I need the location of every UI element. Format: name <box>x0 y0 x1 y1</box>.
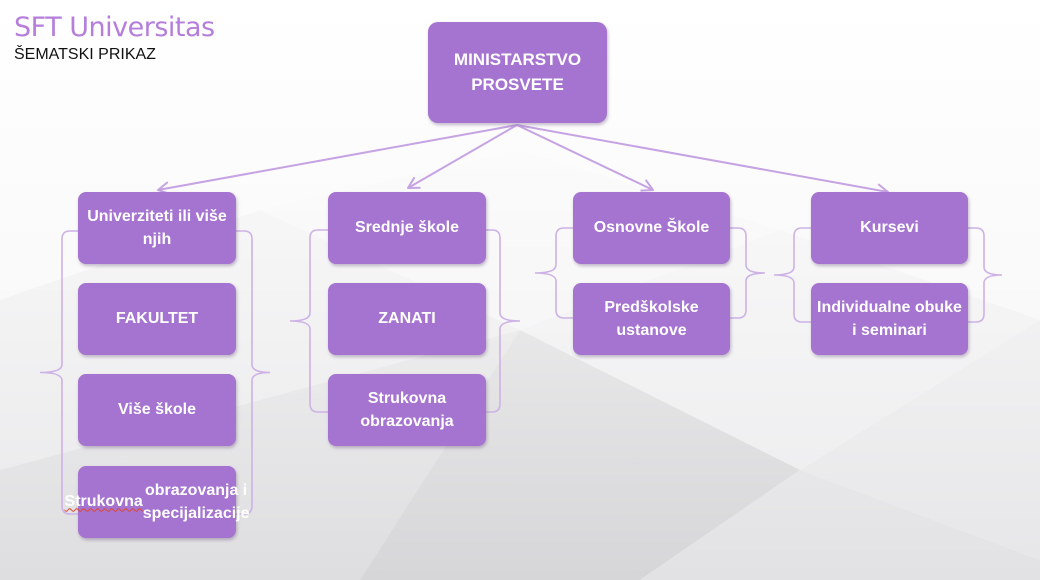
node-zanati: ZANATI <box>328 283 486 355</box>
root-node-ministarstvo-prosvete: MINISTARSTVO PROSVETE <box>428 22 607 123</box>
connector-line-2 <box>516 124 654 191</box>
node-individualne-obuke-i-seminari: Individualne obuke i seminari <box>811 283 968 355</box>
node-fakultet: FAKULTET <box>78 283 236 355</box>
node-osnovne-skole: Osnovne Škole <box>573 192 730 264</box>
bracket-left-col-4 <box>773 227 812 323</box>
bracket-right-col-3 <box>728 227 766 319</box>
bracket-right-col-4 <box>966 227 1003 323</box>
bracket-left-col-2 <box>289 229 328 413</box>
node-strukovna-obrazovanja-i-specijalizacije: Strukovna obrazovanja i specijalizacije <box>65 466 250 538</box>
connector-line-1 <box>407 124 518 189</box>
bracket-right-col-1 <box>234 230 271 515</box>
bracket-left-col-1 <box>39 230 80 515</box>
bracket-right-col-2 <box>482 229 521 413</box>
node-univerziteti: Univerziteti ili više njih <box>78 192 236 264</box>
node-strukovna-obrazovanja: Strukovna obrazovanja <box>328 374 486 446</box>
page-subtitle: ŠEMATSKI PRIKAZ <box>14 46 156 63</box>
page-title: SFT Universitas <box>14 12 215 43</box>
node-kursevi: Kursevi <box>811 192 968 264</box>
arrowhead-2 <box>640 179 654 192</box>
node-srednje-skole: Srednje škole <box>328 192 486 264</box>
node-vise-skole: Više škole <box>78 374 236 446</box>
arrowhead-1 <box>407 176 421 189</box>
node-predskolske-ustanove: Predškolske ustanove <box>573 283 730 355</box>
connector-line-0 <box>157 124 518 191</box>
bracket-left-col-3 <box>534 227 574 319</box>
connector-line-3 <box>516 124 889 193</box>
spellcheck-underlined-word: Strukovna <box>64 493 143 511</box>
